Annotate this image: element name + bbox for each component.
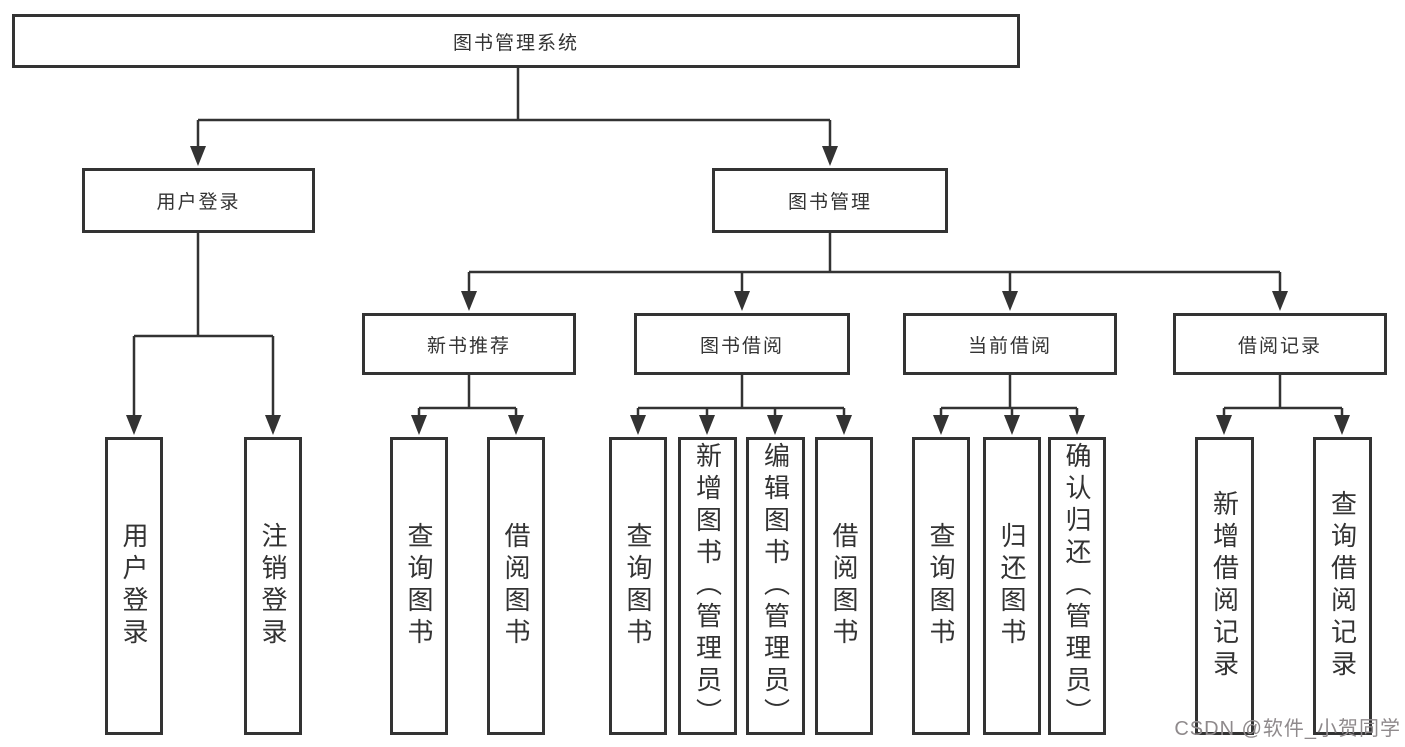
node-new-book-recommendation: 新书推荐 — [362, 313, 576, 375]
leaf-edit-books-admin: 编辑图书（管理员） — [746, 437, 805, 735]
node-label: 归还图书 — [997, 522, 1027, 650]
node-label: 新书推荐 — [426, 335, 511, 357]
node-label: 借阅图书 — [829, 522, 859, 650]
leaf-add-borrow-record: 新增借阅记录 — [1195, 437, 1254, 735]
node-label: 注销登录 — [258, 522, 288, 650]
node-label: 借阅图书 — [501, 522, 531, 650]
leaf-add-books-admin: 新增图书（管理员） — [678, 437, 737, 735]
node-label: 借阅记录 — [1237, 335, 1322, 357]
leaf-borrow-books-recommend: 借阅图书 — [487, 437, 545, 735]
node-label: 用户登录 — [119, 522, 149, 650]
leaf-query-books: 查询图书 — [609, 437, 667, 735]
node-label: 查询借阅记录 — [1327, 490, 1358, 682]
node-label: 当前借阅 — [967, 335, 1052, 357]
leaf-query-books-current: 查询图书 — [912, 437, 970, 735]
node-label: 新增图书（管理员） — [692, 442, 723, 730]
node-label: 编辑图书（管理员） — [760, 442, 791, 730]
node-label: 图书管理 — [787, 192, 872, 213]
node-label: 查询图书 — [404, 522, 434, 650]
node-label: 新增借阅记录 — [1209, 490, 1240, 682]
node-book-borrowing: 图书借阅 — [634, 313, 850, 375]
node-label: 图书管理系统 — [452, 32, 579, 54]
leaf-logout: 注销登录 — [244, 437, 302, 735]
node-label: 查询图书 — [623, 522, 653, 650]
leaf-borrow-books: 借阅图书 — [815, 437, 873, 735]
node-label: 用户登录 — [156, 192, 241, 213]
node-current-borrowing: 当前借阅 — [903, 313, 1117, 375]
leaf-query-books-recommend: 查询图书 — [390, 437, 448, 735]
csdn-watermark: CSDN @软件_小贺同学 — [1174, 718, 1401, 740]
node-borrowing-records: 借阅记录 — [1173, 313, 1387, 375]
leaf-user-login: 用户登录 — [105, 437, 163, 735]
node-label: 确认归还（管理员） — [1062, 442, 1092, 730]
leaf-confirm-return-admin: 确认归还（管理员） — [1048, 437, 1106, 735]
node-user-login: 用户登录 — [82, 168, 315, 233]
node-label: 查询图书 — [926, 522, 956, 650]
node-library-management-system: 图书管理系统 — [12, 14, 1020, 68]
connector-paths — [132, 67, 1344, 419]
arrowheads — [126, 146, 1350, 435]
node-book-management: 图书管理 — [712, 168, 948, 233]
leaf-return-books: 归还图书 — [983, 437, 1041, 735]
leaf-query-borrow-record: 查询借阅记录 — [1313, 437, 1372, 735]
node-label: 图书借阅 — [699, 335, 784, 357]
